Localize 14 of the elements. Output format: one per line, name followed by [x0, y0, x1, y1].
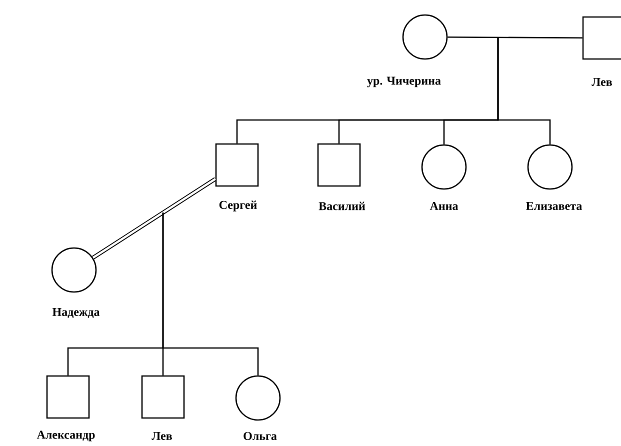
descent-line — [162, 212, 259, 376]
person-name: Александр — [36, 430, 95, 442]
person-name: Ольга — [244, 432, 277, 440]
person-name: Василий — [318, 202, 366, 210]
person-name: Лев — [152, 432, 172, 440]
marriage-line — [448, 36, 582, 39]
person-name: Елизавета — [526, 202, 582, 210]
marriage-line — [92, 177, 216, 260]
person-name: Сергей — [219, 200, 257, 212]
person-name: Лев — [592, 78, 612, 86]
person-name: Анна — [430, 202, 458, 210]
person-name: Надежда — [52, 308, 100, 318]
descent-line — [497, 38, 551, 144]
person-name: ур. Чичерина — [367, 76, 441, 88]
